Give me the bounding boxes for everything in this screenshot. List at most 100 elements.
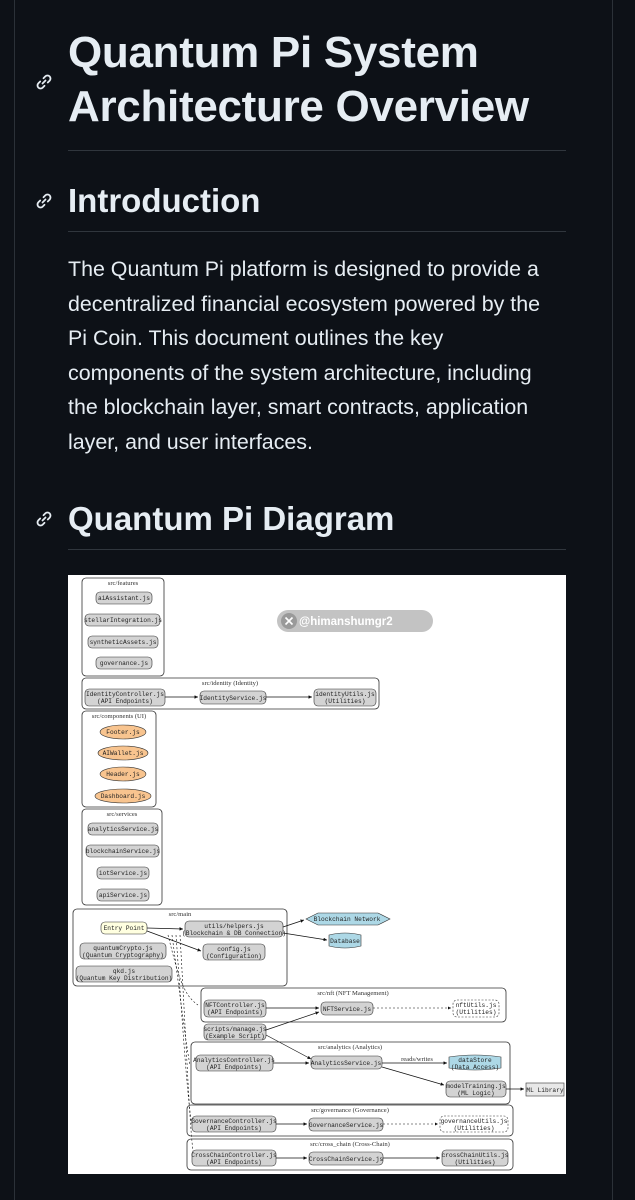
node-box [96,866,150,880]
page-title-line-2: Architecture Overview [68,82,529,131]
node-box [95,591,153,605]
node-label: CrossChainController.js [191,1152,277,1159]
node-label: AIWallet.js [103,750,144,757]
cluster-services [81,808,163,906]
node-box [320,1001,374,1016]
title-heading: Quantum Pi System Architecture Overview [36,26,566,134]
page-title: Quantum Pi System Architecture Overview [68,26,566,134]
architecture-diagram-svg: @himanshumgr2 src/features aiAssistant.j… [72,577,565,1171]
cluster-label: src/governance (Governance) [311,1107,389,1114]
node-label: dataStore [458,1057,492,1064]
node-label: scripts/manage.js [203,1026,266,1033]
node-label: (API Endpoints) [97,698,153,705]
node-label: Header.js [106,771,140,778]
paragraph-line: Pi Coin. This document outlines the key [68,326,444,350]
node-label: stellarIntegration.js [84,617,162,624]
node-label: Entry Point [104,925,145,932]
link-icon[interactable] [34,72,54,92]
node-datastore [448,1054,502,1071]
edge-dashed [175,934,193,1126]
node-box [95,656,153,670]
node-label: (Utilities) [456,1009,497,1016]
node-box [203,999,267,1018]
cluster-label: src/cross_chain (Cross-Chain) [310,1141,390,1148]
document-body: Quantum Pi System Architecture Overview … [36,0,566,550]
node-label: (Quantum Cryptography) [82,952,164,959]
node-label: blockchainService.js [86,848,161,855]
node-label: utils/helpers.js [204,923,264,930]
diagram-divider [68,549,566,550]
node-label: (Blockchain & DB Connection) [182,930,286,937]
introduction-heading: Introduction [36,181,566,221]
node-label: AnalyticsService.js [311,1060,382,1067]
watermark-text: @himanshumgr2 [299,616,393,628]
paragraph-line: layer, and user interfaces. [68,429,313,454]
node-box [308,1151,384,1166]
node-box [87,635,159,649]
node-label: Footer.js [106,729,140,736]
node-label: modelTraining.js [446,1083,506,1090]
node-label: quantumCrypto.js [93,945,153,952]
node-label: CrossChainService.js [309,1156,384,1163]
node-label: (API Endpoints) [206,1159,262,1166]
node-label: (Quantum Key Distribution) [76,975,173,982]
link-icon[interactable] [34,509,54,529]
node-label: NFTController.js [205,1002,265,1009]
node-box [84,688,166,707]
link-icon[interactable] [34,191,54,211]
node-label: aiAssistant.js [98,595,150,602]
cluster-cross-chain [186,1138,514,1171]
node-box [79,942,167,960]
node-box [441,1149,509,1167]
edge-label: reads/writes [401,1056,433,1063]
node-label: Dashboard.js [101,793,146,800]
cluster-features [81,577,165,677]
node-box [202,943,266,961]
node-ellipse [97,745,149,761]
cluster-label: src/analytics (Analytics) [318,1044,382,1051]
cluster-analytics [190,1041,511,1105]
node-label: (Utilities) [455,1159,496,1166]
node-label: GovernanceService.js [309,1122,384,1129]
node-label: syntheticAssets.js [90,639,157,646]
cluster-label: src/main [169,911,192,918]
node-ellipse [99,724,147,740]
cluster-label: src/features [108,580,139,587]
introduction-title: Introduction [68,182,261,219]
node-label: (Utilities) [454,1125,495,1132]
node-label: (Configuration) [206,953,262,960]
edge [381,1066,445,1086]
node-label: AnalyticsController.js [193,1057,275,1064]
node-box [313,688,377,707]
node-box [310,1055,383,1070]
introduction-divider [68,231,566,232]
edge-dashed [171,934,191,1066]
page-title-line-1: Quantum Pi System [68,28,479,77]
cluster-main [72,908,288,987]
node-box [96,888,150,902]
left-border [14,0,15,1200]
edge [146,927,184,931]
paragraph-line: the blockchain layer, smart contracts, a… [68,395,529,419]
node-label: (API Endpoints) [206,1064,262,1071]
edge [265,1011,320,1031]
node-label: analyticsService.js [88,826,159,833]
node-label: governance.js [100,660,149,667]
paragraph-line: decentralized financial ecosystem powere… [68,291,541,316]
node-ml-library [525,1082,565,1097]
node-label: (Example Script) [205,1033,264,1040]
cluster-identity [81,677,380,710]
architecture-diagram: @himanshumgr2 src/features aiAssistant.j… [68,575,566,1174]
node-box [308,1117,384,1132]
node-box [203,1023,267,1041]
diagram-heading: Quantum Pi Diagram [36,499,566,539]
node-blockchain-network [305,912,391,926]
node-label: apiService.js [99,892,148,899]
node-label: (ML Logic) [457,1090,494,1097]
node-label: GovernanceController.js [191,1118,277,1125]
node-label: ML Library [526,1087,563,1094]
node-box-dashed [452,999,500,1018]
node-box [184,920,284,938]
node-box-dashed [439,1115,509,1133]
title-divider [68,150,566,151]
